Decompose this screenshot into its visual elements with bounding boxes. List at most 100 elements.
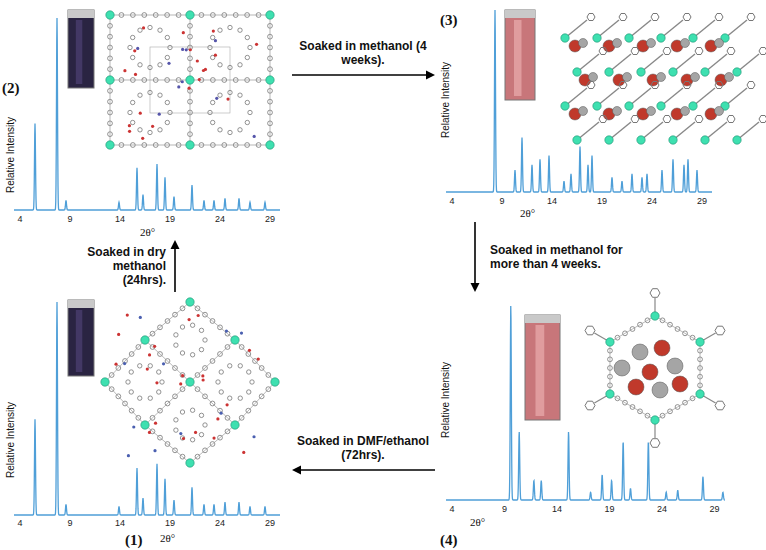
atom — [228, 65, 232, 69]
tick-label: 19 — [604, 504, 614, 514]
sample-photo — [68, 300, 94, 376]
guest-molecule — [127, 454, 130, 457]
axis-label: Relative Intensity — [440, 362, 452, 438]
tick-label: 29 — [265, 518, 275, 528]
sample-photo — [505, 10, 535, 100]
metal-node — [231, 336, 239, 344]
bond — [190, 80, 191, 145]
arrowhead — [426, 71, 435, 80]
bond — [190, 302, 235, 340]
phenyl-ring — [715, 82, 723, 89]
bond — [700, 342, 701, 394]
atom — [199, 328, 203, 332]
bond — [145, 302, 190, 340]
atom — [126, 380, 130, 384]
bond — [609, 342, 610, 394]
metal-node — [573, 68, 581, 76]
bond — [110, 145, 190, 146]
atom — [245, 55, 249, 59]
metal-node — [141, 336, 149, 344]
atom — [130, 35, 134, 39]
guest-molecule — [158, 113, 161, 116]
atom — [228, 396, 232, 400]
atom — [238, 396, 242, 400]
phenyl-ring — [747, 14, 755, 21]
guest-molecule — [126, 313, 129, 316]
phenyl-ring — [683, 82, 691, 89]
metal-node — [561, 102, 569, 110]
arrow-shaft — [174, 248, 176, 292]
tick-label: 14 — [547, 196, 557, 206]
guest-molecule — [132, 425, 135, 428]
tick-label: 9 — [67, 518, 72, 528]
phenyl-ring — [587, 82, 595, 89]
guest-molecule — [202, 378, 205, 381]
guest-molecule — [117, 333, 120, 336]
guest-molecule — [214, 39, 217, 42]
tick-label: 24 — [215, 214, 225, 224]
tick-label: 24 — [215, 518, 225, 528]
solvent-sphere — [579, 107, 588, 116]
solvent-sphere — [681, 107, 690, 116]
metal-node — [605, 68, 613, 76]
atom — [174, 333, 178, 337]
condition-label: Soaked in dry methanol (24hrs). — [84, 244, 168, 288]
bond — [270, 80, 271, 145]
solvent-sphere — [654, 340, 670, 356]
guest-molecule — [194, 431, 197, 434]
phenyl-ring — [715, 401, 725, 410]
vial-cap — [505, 10, 535, 18]
metal-node — [733, 68, 741, 76]
tick-label: 29 — [709, 504, 719, 514]
atom — [238, 93, 242, 97]
guest-molecule — [128, 124, 131, 127]
bond — [145, 382, 190, 425]
metal-node — [625, 102, 633, 110]
phenyl-ring — [715, 326, 725, 335]
phenyl-ring — [631, 48, 639, 55]
guest-molecule — [181, 80, 184, 83]
pxrd-panel: (3)Relative Intensity2θ° — [435, 0, 766, 222]
atom — [199, 432, 203, 436]
pxrd-pattern — [446, 306, 725, 500]
arrow-shaft — [300, 469, 435, 471]
metal-node — [266, 141, 274, 149]
atom — [174, 428, 178, 432]
arrowhead — [171, 240, 180, 249]
atom — [165, 120, 169, 124]
guest-molecule — [242, 451, 245, 454]
metal-node — [186, 298, 194, 306]
phenyl-ring — [663, 116, 671, 123]
atom — [208, 45, 212, 49]
bond — [110, 80, 111, 145]
vial — [68, 10, 94, 88]
atom — [199, 347, 203, 351]
guest-molecule — [181, 374, 184, 377]
vial-cap — [68, 10, 94, 18]
vial-shine — [514, 20, 522, 96]
guest-molecule — [153, 449, 156, 452]
atom — [157, 370, 161, 374]
atom — [218, 93, 222, 97]
atom — [228, 130, 232, 134]
guest-molecule — [226, 97, 229, 100]
atom — [158, 128, 162, 132]
phenyl-ring — [587, 14, 595, 21]
metal-node — [266, 76, 274, 84]
metal-node — [271, 378, 279, 386]
atom — [203, 423, 207, 427]
vial — [505, 10, 535, 100]
guest-molecule — [248, 349, 251, 352]
phenyl-ring — [631, 116, 639, 123]
guest-molecule — [181, 48, 184, 51]
vial — [525, 315, 560, 420]
phenyl-ring — [715, 14, 723, 21]
atom — [158, 93, 162, 97]
metal-node — [606, 390, 614, 398]
arrow-shaft — [292, 74, 427, 76]
metal-node — [637, 136, 645, 144]
atom — [208, 110, 212, 114]
metal-node — [186, 459, 194, 467]
solvent-sphere — [623, 73, 632, 82]
guest-molecule — [189, 48, 192, 51]
